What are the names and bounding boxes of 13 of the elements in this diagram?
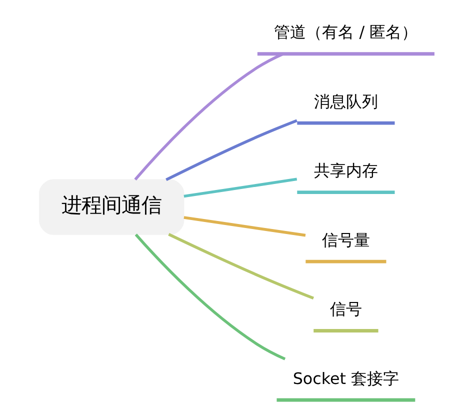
node-text: 信号 (330, 300, 362, 319)
node-text: 消息队列 (314, 92, 378, 111)
node-box: 进程间通信 (38, 179, 184, 235)
node-text: 共享内存 (314, 161, 378, 180)
connector (134, 234, 286, 360)
connector (134, 52, 284, 181)
connector (166, 119, 298, 182)
node-text: 管道（有名 / 匿名） (274, 22, 418, 42)
connector (184, 178, 298, 198)
node-text: Socket 套接字 (292, 368, 400, 388)
connector (168, 233, 314, 300)
connector (184, 216, 306, 237)
node-text: 信号量 (322, 230, 370, 250)
